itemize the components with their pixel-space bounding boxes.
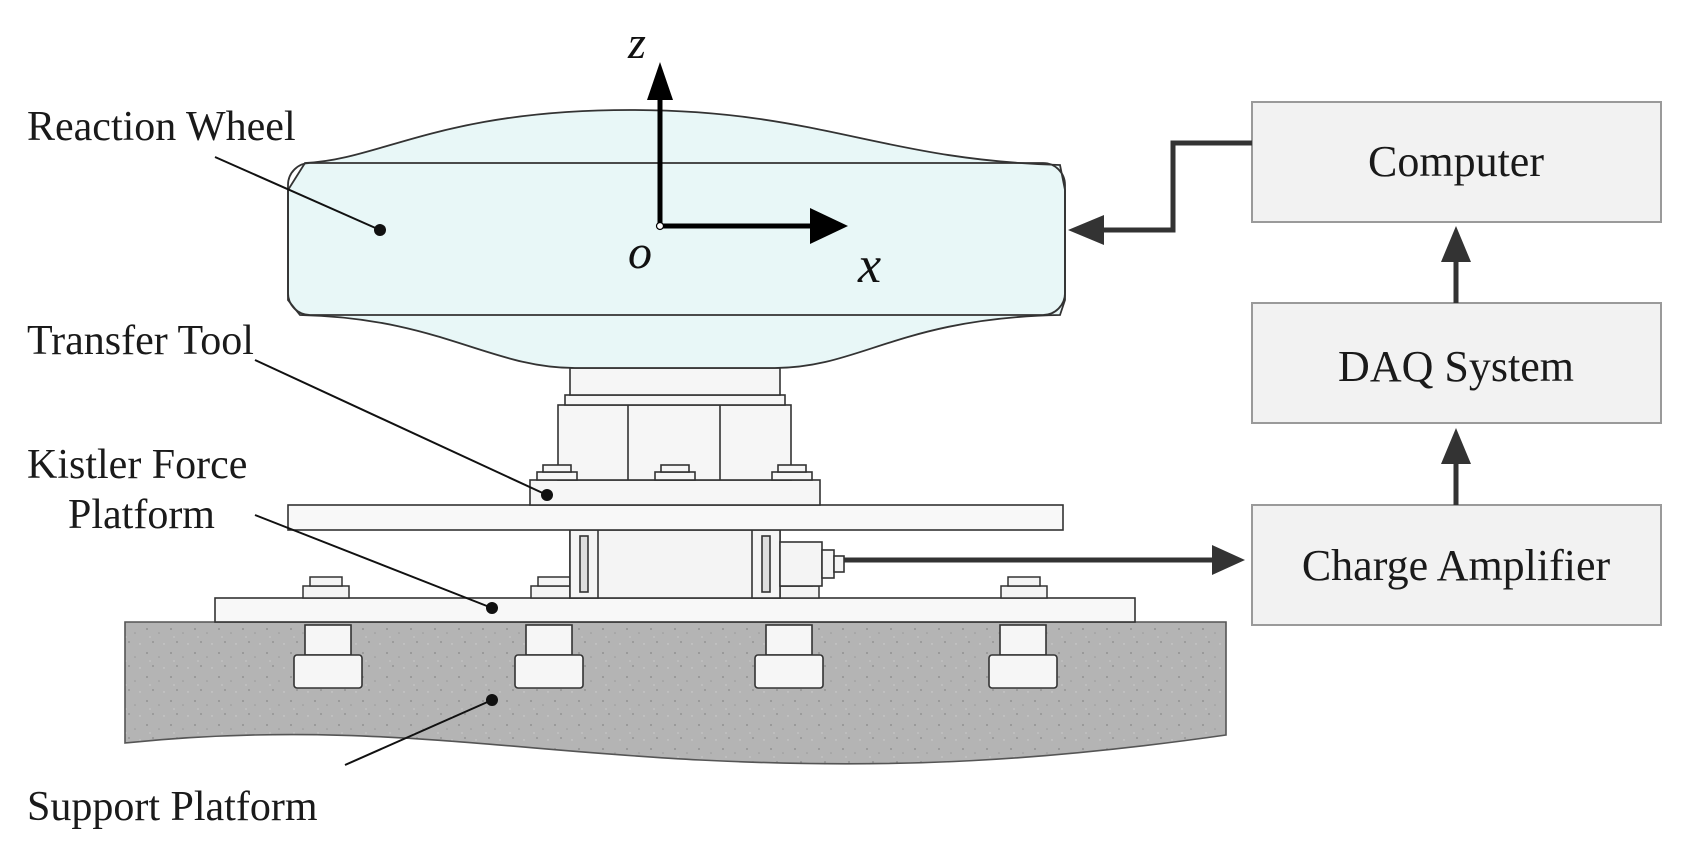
x-axis-label: x [857,237,881,294]
daq-label: DAQ System [1338,342,1574,391]
charge-amplifier-label: Charge Amplifier [1302,541,1611,590]
reaction-wheel-rim [287,162,1066,316]
arrow-heads [1068,215,1471,575]
kistler-base-plate [214,597,1136,623]
transfer-tool-label: Transfer Tool [27,318,254,364]
origin-label: o [628,226,652,279]
leader-lines [214,156,553,766]
signal-arrows [844,140,1459,563]
z-axis-label: z [627,17,646,68]
kistler-label-line2: Platform [68,492,215,538]
support-platform-label: Support Platform [27,784,318,830]
charge-amplifier-block [1251,504,1662,626]
support-platform [124,621,1227,765]
kistler-top-plate [287,504,1064,531]
computer-block [1251,101,1662,223]
reaction-wheel-label: Reaction Wheel [27,104,296,150]
computer-label: Computer [1368,137,1544,186]
reaction-wheel [287,109,1066,369]
force-sensor [569,529,845,599]
kistler-label-line1: Kistler Force [27,442,247,488]
daq-block [1251,302,1662,424]
coordinate-axes [647,62,848,244]
anchor-bolts [293,624,1058,689]
transfer-tool [529,367,821,506]
